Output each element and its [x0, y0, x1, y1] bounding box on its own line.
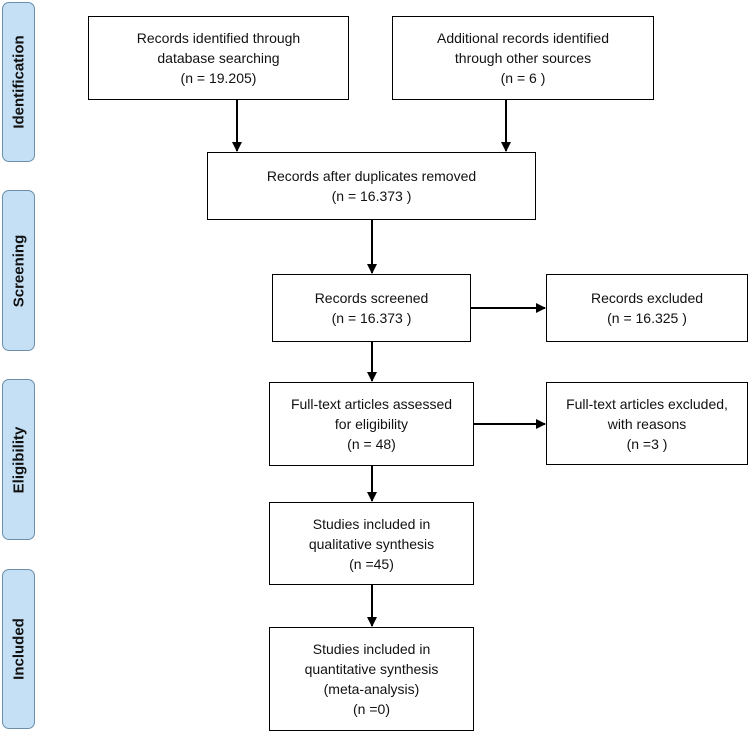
box-line: database searching: [157, 50, 280, 66]
box-line: (n = 16.373 ): [331, 310, 412, 326]
box-fulltext-assessed: Full-text articles assessed for eligibil…: [269, 382, 474, 466]
phase-screening: Screening: [2, 190, 35, 351]
box-line: Records after duplicates removed: [266, 168, 477, 184]
box-line: quantitative synthesis: [304, 661, 439, 677]
box-line: qualitative synthesis: [308, 535, 435, 552]
box-line: (n = 6 ): [500, 70, 546, 86]
box-quantitative-synthesis: Studies included in quantitative synthes…: [269, 627, 474, 731]
box-other-sources: Additional records identified through ot…: [392, 16, 654, 100]
box-qualitative-synthesis: Studies included in qualitative synthesi…: [269, 502, 474, 585]
box-line: Studies included in: [312, 515, 431, 532]
box-line: Additional records identified: [437, 30, 609, 46]
box-line: (meta-analysis): [323, 681, 420, 697]
box-fulltext-excluded: Full-text articles excluded, with reason…: [546, 382, 748, 465]
box-line: (n = 19.205): [180, 70, 257, 86]
box-after-duplicates: Records after duplicates removed (n = 16…: [207, 152, 536, 220]
phase-included: Included: [2, 569, 35, 729]
box-line: Records identified through: [136, 30, 301, 46]
box-line: (n = 48): [347, 436, 396, 452]
phase-eligibility: Eligibility: [2, 379, 35, 540]
phase-identification: Identification: [2, 2, 35, 162]
box-database-searching: Records identified through database sear…: [88, 16, 349, 100]
box-line: (n = 16.325 ): [607, 310, 687, 326]
box-line: Records excluded: [590, 290, 704, 306]
box-line: through other sources: [454, 50, 592, 66]
box-line: (n = 16.373 ): [331, 188, 412, 204]
box-line: (n =0): [353, 701, 390, 717]
box-line: for eligibility: [334, 416, 409, 432]
box-line: Records screened: [314, 290, 429, 306]
box-line: Studies included in: [312, 641, 431, 657]
box-line: with reasons: [607, 415, 687, 432]
box-records-excluded: Records excluded (n = 16.325 ): [546, 274, 748, 342]
box-line: Full-text articles excluded,: [566, 395, 728, 412]
box-line: (n =45): [349, 555, 394, 572]
box-records-screened: Records screened (n = 16.373 ): [272, 274, 471, 342]
box-line: Full-text articles assessed: [290, 396, 453, 412]
box-line: (n =3 ): [626, 435, 668, 452]
